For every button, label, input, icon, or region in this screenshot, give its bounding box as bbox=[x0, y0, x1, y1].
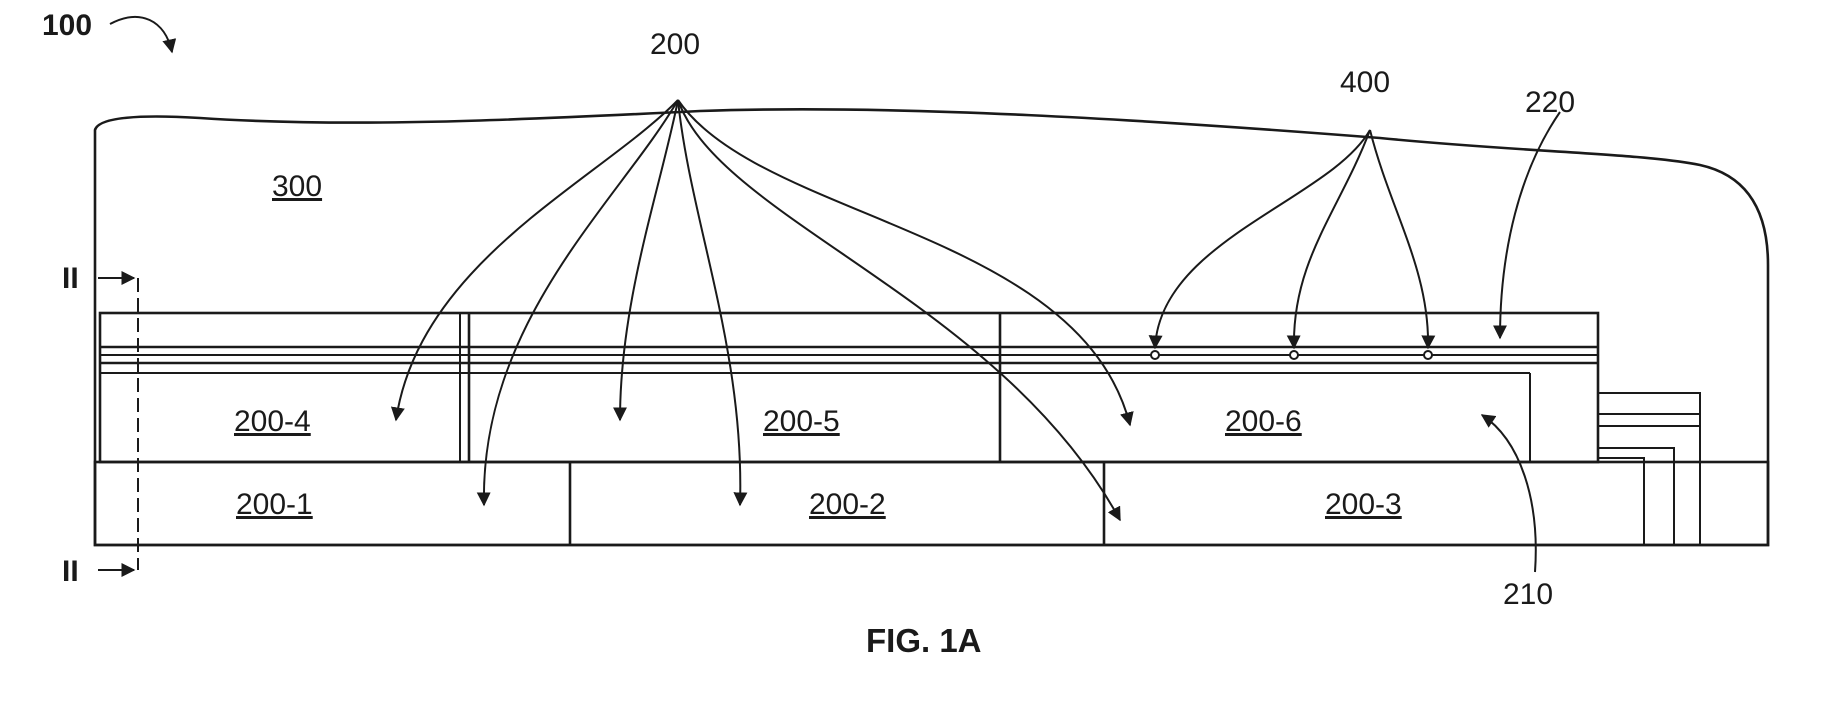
sensor-dot-2 bbox=[1290, 351, 1298, 359]
connector-outer bbox=[1598, 393, 1700, 545]
leader-100 bbox=[110, 17, 172, 52]
leader-200-to-3 bbox=[678, 100, 1120, 520]
ref-300: 300 bbox=[272, 170, 322, 203]
leader-200-to-1 bbox=[484, 100, 678, 505]
leader-400-to-2 bbox=[1294, 130, 1370, 348]
leader-400-to-1 bbox=[1155, 130, 1370, 348]
sensor-dot-1 bbox=[1151, 351, 1159, 359]
body-outline bbox=[95, 109, 1768, 545]
cell-200-2: 200-2 bbox=[809, 488, 886, 521]
section-label-top: II bbox=[62, 262, 79, 295]
leader-400-to-3 bbox=[1370, 130, 1428, 348]
cell-200-1: 200-1 bbox=[236, 488, 313, 521]
ref-200: 200 bbox=[650, 28, 700, 61]
figure-caption: FIG. 1A bbox=[866, 622, 982, 659]
leader-200-to-6 bbox=[678, 100, 1130, 425]
connector-inner-2 bbox=[1598, 458, 1644, 545]
ref-100: 100 bbox=[42, 9, 92, 42]
ref-400: 400 bbox=[1340, 66, 1390, 99]
leader-210 bbox=[1482, 415, 1536, 572]
section-label-bottom: II bbox=[62, 555, 79, 588]
cell-200-3: 200-3 bbox=[1325, 488, 1402, 521]
cell-200-6: 200-6 bbox=[1225, 405, 1302, 438]
leader-220 bbox=[1500, 112, 1560, 338]
sensor-dot-3 bbox=[1424, 351, 1432, 359]
bottom-strip bbox=[95, 462, 1768, 545]
ref-220: 220 bbox=[1525, 86, 1575, 119]
cell-200-5: 200-5 bbox=[763, 405, 840, 438]
cell-200-4: 200-4 bbox=[234, 405, 311, 438]
leader-200-to-2 bbox=[678, 100, 740, 505]
top-strip bbox=[100, 313, 1598, 462]
ref-210: 210 bbox=[1503, 578, 1553, 611]
